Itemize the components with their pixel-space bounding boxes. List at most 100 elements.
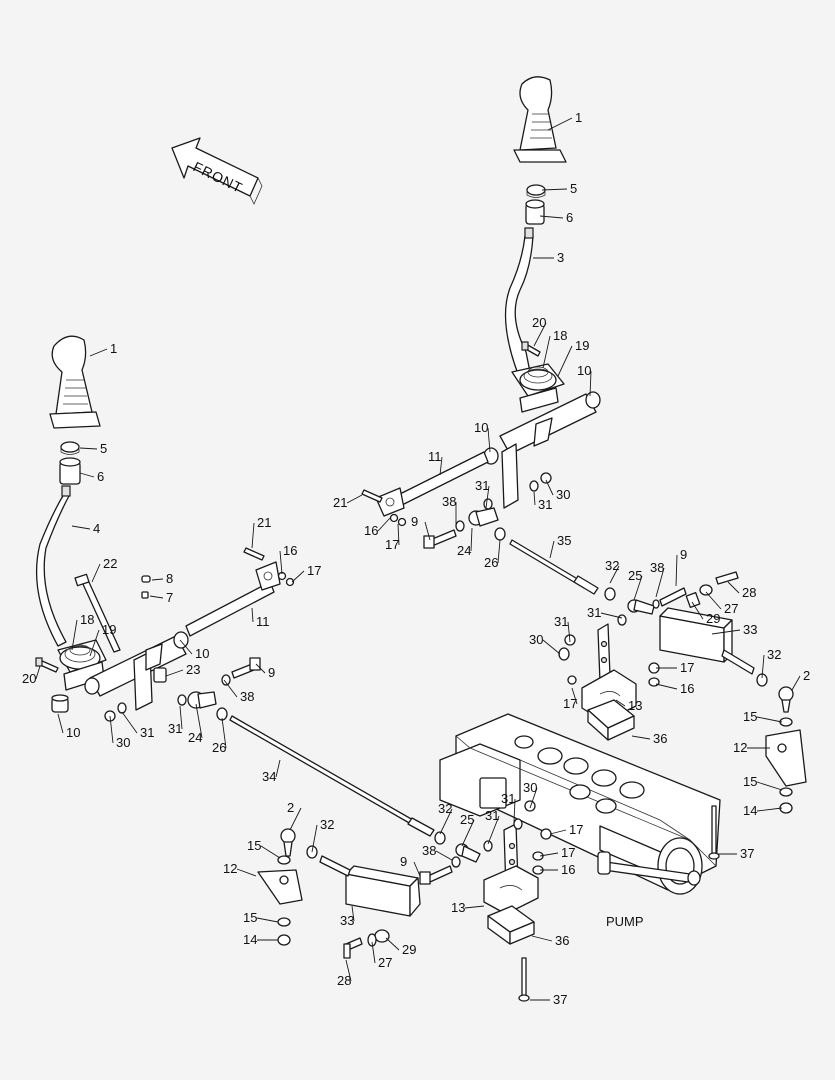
- callout-r-11: 11: [428, 449, 443, 476]
- callout-r-36b: 36: [531, 933, 569, 948]
- callout-number: 28: [742, 585, 756, 600]
- callout-number: 11: [256, 614, 270, 629]
- callout-number: 9: [680, 547, 687, 562]
- bolt-20-right: [521, 341, 541, 357]
- callout-r-27b: 27: [371, 941, 392, 970]
- sleeve-6-right: [525, 199, 545, 225]
- hydraulic-pump: PUMP: [439, 713, 721, 929]
- callout-r-2: 2: [791, 668, 810, 691]
- callout-number: 2: [287, 800, 294, 815]
- callout-r-24b: 24: [188, 703, 202, 745]
- leader-line: [179, 639, 193, 655]
- leader-line: [533, 491, 536, 506]
- callout-number: 36: [555, 933, 569, 948]
- callout-number: 17: [563, 696, 577, 711]
- callout-r-1: 1: [547, 110, 582, 131]
- leader-line: [756, 807, 783, 812]
- callout-r-13b: 13: [451, 900, 485, 915]
- leader-line: [633, 575, 643, 601]
- leader-line: [89, 348, 108, 357]
- leader-line: [346, 494, 363, 504]
- callout-number: 16: [283, 543, 297, 558]
- callout-number: 17: [561, 845, 575, 860]
- callout-r-26b: 26: [212, 717, 226, 755]
- adjuster-23: [153, 667, 167, 683]
- callout-number: 9: [411, 514, 418, 529]
- callout-number: 6: [566, 210, 573, 225]
- callout-number: 9: [268, 665, 275, 680]
- callout-number: 2: [803, 668, 810, 683]
- callout-r-13: 13: [615, 698, 642, 713]
- callout-r-17e: 17: [549, 822, 583, 837]
- callout-number: 30: [116, 735, 130, 750]
- callout-r-22: 22: [91, 556, 117, 583]
- callout-number: 5: [570, 181, 577, 196]
- callout-number: 37: [553, 992, 567, 1007]
- callout-r-16c: 16: [279, 543, 297, 575]
- callout-number: 22: [103, 556, 117, 571]
- callout-r-18: 18: [542, 328, 567, 369]
- callout-r-28: 28: [727, 581, 756, 600]
- callout-number: 23: [186, 662, 200, 677]
- callout-number: 12: [733, 740, 747, 755]
- leader-line: [675, 554, 678, 587]
- leader-line: [691, 601, 704, 620]
- callout-number: 21: [333, 495, 347, 510]
- leader-line: [756, 716, 783, 723]
- callout-r-5b: 5: [79, 441, 107, 456]
- leader-line: [91, 563, 101, 583]
- cable-assembly-left: [257, 828, 493, 959]
- leader-line: [424, 521, 431, 541]
- callout-number: 29: [706, 611, 720, 626]
- callout-r-21b: 21: [251, 515, 271, 549]
- callout-r-30b: 30: [529, 632, 561, 655]
- callout-number: 38: [650, 560, 664, 575]
- leader-line: [542, 639, 561, 655]
- callout-number: 18: [553, 328, 567, 343]
- leader-line: [165, 669, 184, 677]
- callout-r-30c: 30: [109, 715, 130, 750]
- callout-number: 38: [422, 843, 436, 858]
- callout-r-32: 32: [605, 558, 619, 584]
- clamp-36-right: [587, 699, 635, 741]
- callout-number: 20: [22, 671, 36, 686]
- bolt-20-left: [35, 657, 59, 673]
- callout-number: 33: [340, 913, 354, 928]
- leader-line: [529, 787, 538, 809]
- leader-line: [761, 654, 765, 679]
- callout-r-17b: 17: [656, 660, 694, 675]
- joint-24-26-left: [104, 674, 231, 722]
- callout-number: 28: [337, 973, 351, 988]
- callout-r-17: 17: [385, 523, 399, 552]
- leader-line: [413, 861, 421, 877]
- callout-r-14: 14: [743, 803, 783, 818]
- callout-number: 1: [575, 110, 582, 125]
- leader-line: [236, 868, 257, 877]
- leader-line: [377, 517, 391, 532]
- callout-r-32c: 32: [438, 801, 452, 835]
- callout-number: 30: [529, 632, 543, 647]
- callout-number: 8: [166, 571, 173, 586]
- callout-number: 17: [307, 563, 321, 578]
- callout-number: 31: [501, 791, 515, 806]
- callout-r-12: 12: [733, 740, 770, 755]
- callout-number: 5: [100, 441, 107, 456]
- callout-number: 1: [110, 341, 117, 356]
- callout-r-31h: 31: [485, 808, 499, 845]
- callout-r-10c: 10: [179, 639, 209, 661]
- callout-r-15c: 15: [247, 838, 281, 859]
- callout-r-33: 33: [711, 622, 757, 637]
- leader-line: [547, 117, 573, 131]
- callout-r-24: 24: [457, 527, 473, 558]
- callout-number: 18: [80, 612, 94, 627]
- leader-line: [109, 715, 114, 744]
- callout-r-10d: 10: [57, 713, 80, 740]
- callout-number: 15: [247, 838, 261, 853]
- callout-r-29b: 29: [385, 937, 416, 957]
- pins-7-8: [141, 575, 151, 599]
- leader-line: [539, 852, 559, 857]
- callout-r-31d: 31: [554, 614, 571, 643]
- callout-number: 10: [195, 646, 209, 661]
- callout-number: 21: [257, 515, 271, 530]
- arm-bracket-right: [501, 417, 553, 509]
